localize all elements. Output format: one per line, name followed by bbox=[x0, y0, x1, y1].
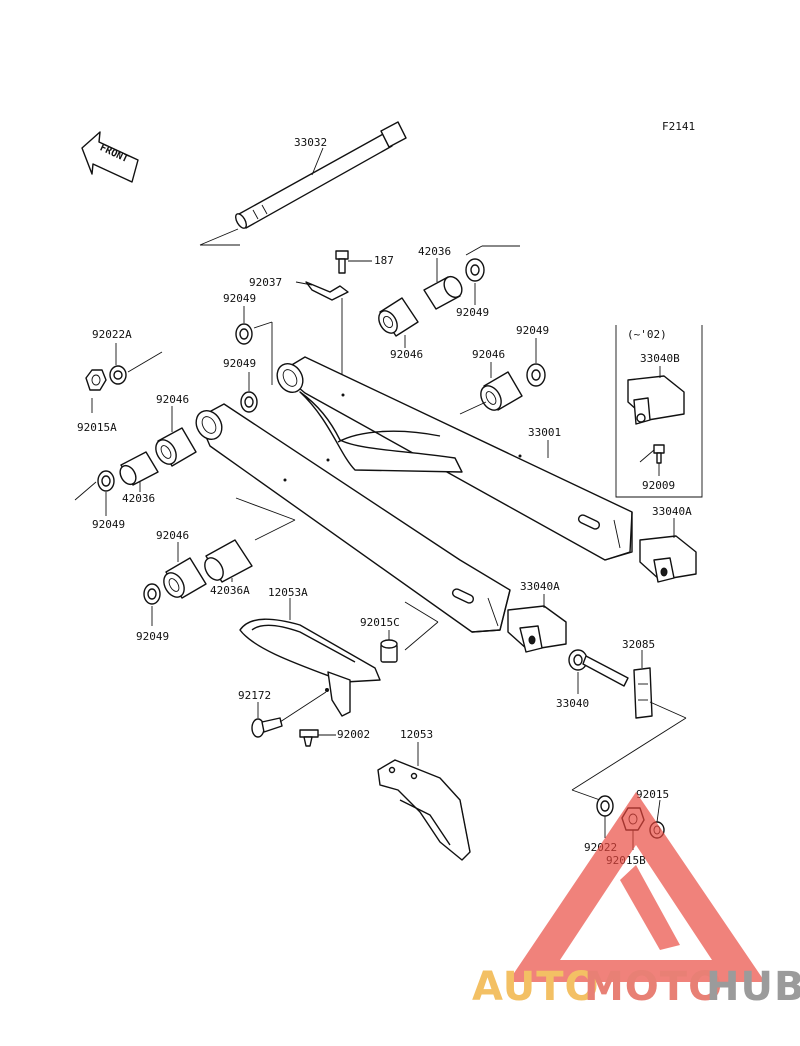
label-33032: 33032 bbox=[294, 136, 327, 149]
bolt-187 bbox=[335, 250, 349, 274]
watermark-logo: AUTO MOTO HUB bbox=[472, 792, 800, 1010]
bushing-42036-top bbox=[423, 275, 463, 310]
bearing-92046-left bbox=[155, 427, 197, 467]
swingarm-33001 bbox=[195, 356, 633, 633]
label-92015A: 92015A bbox=[77, 421, 117, 434]
label-33040: 33040 bbox=[556, 697, 589, 710]
watermark-auto: AUTO bbox=[472, 964, 600, 1010]
label-92049-top: 92049 bbox=[456, 306, 489, 319]
bolt-92172 bbox=[251, 717, 283, 738]
label-92049-low: 92049 bbox=[136, 630, 169, 643]
seal-92049-left-upper bbox=[235, 323, 253, 345]
label-33001: 33001 bbox=[528, 426, 561, 439]
label-187: 187 bbox=[374, 254, 394, 267]
bearing-92046-upper bbox=[378, 297, 419, 337]
label-92009: 92009 bbox=[642, 479, 675, 492]
label-33040A-mid: 33040A bbox=[520, 580, 560, 593]
bolt-92009 bbox=[653, 444, 665, 464]
label-92049-left-upper: 92049 bbox=[223, 292, 256, 305]
label-92046-left: 92046 bbox=[156, 393, 189, 406]
adjuster-33040A-right bbox=[639, 535, 697, 583]
label-32085: 32085 bbox=[622, 638, 655, 651]
clip-92037 bbox=[305, 281, 349, 301]
seal-92049-left-low bbox=[97, 470, 115, 492]
figure-code: F2141 bbox=[662, 120, 695, 133]
label-92015C: 92015C bbox=[360, 616, 400, 629]
label-12053A: 12053A bbox=[268, 586, 308, 599]
seal-92049-left-mid bbox=[240, 391, 258, 413]
label-92049-left-low: 92049 bbox=[92, 518, 125, 531]
bearing-92046-right bbox=[480, 371, 523, 411]
label-92002: 92002 bbox=[337, 728, 370, 741]
label-42036-top: 42036 bbox=[418, 245, 451, 258]
label-42036A: 42036A bbox=[210, 584, 250, 597]
variant-label: (~'02) bbox=[627, 328, 667, 341]
label-33040A-right: 33040A bbox=[652, 505, 692, 518]
axle-33032 bbox=[235, 121, 407, 229]
washer-92022A bbox=[109, 365, 127, 385]
adjuster-33040B bbox=[627, 375, 685, 425]
seal-92049-low bbox=[143, 583, 161, 605]
screw-92002 bbox=[299, 729, 319, 747]
front-arrow-icon: FRONT bbox=[81, 131, 139, 183]
adjuster-bolt-33040 bbox=[568, 649, 629, 687]
watermark-moto: MOTO bbox=[584, 964, 723, 1010]
chain-guide-12053 bbox=[377, 759, 471, 861]
label-92046-upper: 92046 bbox=[390, 348, 423, 361]
variant-box: (~'02) 33040B 92009 bbox=[615, 325, 703, 498]
collar-92015C bbox=[380, 639, 398, 663]
plate-32085 bbox=[633, 667, 653, 719]
label-92049-right: 92049 bbox=[516, 324, 549, 337]
adjuster-33040A-mid bbox=[507, 605, 567, 653]
seal-92049-right bbox=[526, 363, 546, 387]
nut-92015A bbox=[85, 369, 107, 391]
bushing-42036A bbox=[204, 539, 253, 583]
bushing-42036-left bbox=[119, 451, 159, 486]
label-92046-right: 92046 bbox=[472, 348, 505, 361]
chain-guard-12053A bbox=[239, 618, 381, 717]
watermark-hub: HUB bbox=[706, 964, 800, 1010]
label-92172: 92172 bbox=[238, 689, 271, 702]
label-92015: 92015 bbox=[636, 788, 669, 801]
label-33040B: 33040B bbox=[640, 352, 680, 365]
label-92049-left-mid: 92049 bbox=[223, 357, 256, 370]
label-92046-low: 92046 bbox=[156, 529, 189, 542]
label-92022A: 92022A bbox=[92, 328, 132, 341]
label-42036-left: 42036 bbox=[122, 492, 155, 505]
seal-92049-top bbox=[465, 258, 485, 282]
washer-92022 bbox=[596, 795, 614, 817]
label-92037: 92037 bbox=[249, 276, 282, 289]
bearing-92046-low bbox=[163, 557, 207, 599]
label-12053: 12053 bbox=[400, 728, 433, 741]
